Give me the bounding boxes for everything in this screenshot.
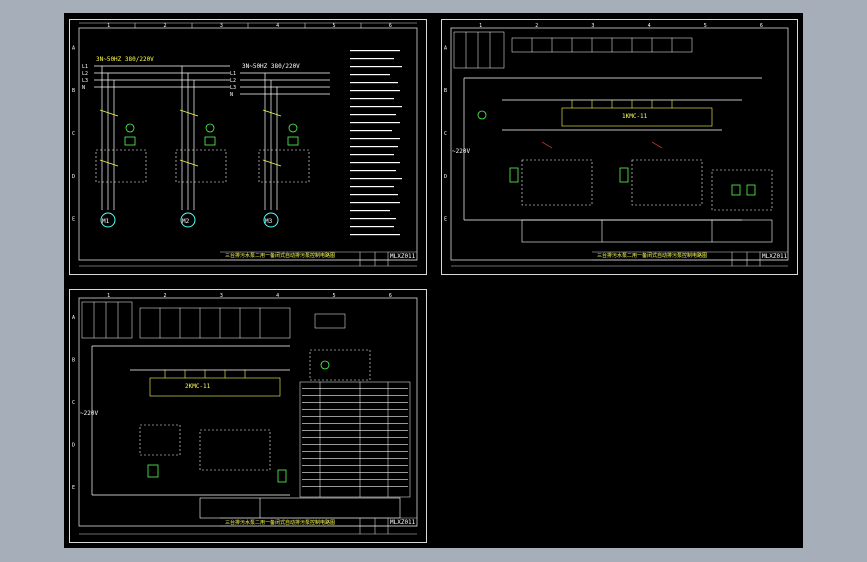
ruler-side-label: B <box>72 358 75 364</box>
sheet-power-circuit: M1 M2 M3 <box>69 19 427 275</box>
ruler-top-label: 1 <box>107 293 110 299</box>
ruler-side-label: A <box>444 45 447 51</box>
sheet-1-bus-left: 3N~50HZ 380/220V <box>96 56 154 63</box>
ruler-side-label: B <box>444 88 447 94</box>
ruler-side-label: E <box>72 485 75 491</box>
ruler-top-label: 5 <box>333 23 336 29</box>
control-circuit-a-diagram: 1 2 3 4 5 6A B C D E <box>444 23 789 267</box>
ruler-top-label: 5 <box>704 23 707 29</box>
ruler-side-label: A <box>72 45 75 51</box>
phase-label: N <box>82 85 85 91</box>
ruler-top-label: 1 <box>479 23 482 29</box>
ruler-top-label: 2 <box>164 293 167 299</box>
ruler-side-label: E <box>444 217 447 223</box>
ruler-side-label: C <box>72 400 75 406</box>
sheet-1-bus-right: 3N~50HZ 380/220V <box>242 63 300 70</box>
sheet-1-title: 三台排污水泵二用一备闭式自动排污泵控制电路图 <box>225 253 336 259</box>
ruler-top-label: 3 <box>220 293 223 299</box>
ruler-side-label: A <box>72 315 75 321</box>
sheet-2-title: 三台排污水泵二用一备闭式自动排污泵控制电路图 <box>597 253 708 259</box>
drawing-canvas[interactable]: M1 M2 M3 <box>64 13 803 548</box>
ruler-top-label: 4 <box>276 293 279 299</box>
sheet-2-relay: 1KMC-11 <box>622 113 648 120</box>
ruler-side-label: D <box>444 174 447 180</box>
sheet-3-voltage: ~220V <box>80 410 99 417</box>
ruler-top-label: 6 <box>389 23 392 29</box>
phase-label: L1 <box>230 71 236 77</box>
phase-label: L3 <box>230 85 236 91</box>
ruler-top-label: 2 <box>164 23 167 29</box>
ruler-side-label: C <box>444 131 447 137</box>
phase-label: L2 <box>82 71 88 77</box>
ruler-top-label: 1 <box>107 23 110 29</box>
ruler-side-label: C <box>72 131 75 137</box>
ruler-side-label: E <box>72 217 75 223</box>
sheet-2-voltage: ~220V <box>452 148 471 155</box>
ruler-side-label: B <box>72 88 75 94</box>
phase-label: L2 <box>230 78 236 84</box>
phase-label: L1 <box>82 64 88 70</box>
ruler-top-label: 3 <box>591 23 594 29</box>
motor-3-label: M3 <box>265 218 273 225</box>
sheet-3-drawing-no: MLXZ011 <box>390 519 416 526</box>
ruler-top-label: 5 <box>333 293 336 299</box>
sheet-3-relay: 2KMC-11 <box>185 383 211 390</box>
ruler-top-label: 4 <box>276 23 279 29</box>
motor-1-label: M1 <box>102 218 110 225</box>
ruler-side-label: D <box>72 442 75 448</box>
control-circuit-b-diagram: 1 2 3 4 5 6A B C D E <box>72 293 418 535</box>
ruler-top-label: 4 <box>648 23 651 29</box>
phase-label: L3 <box>82 78 88 84</box>
sheet-3-title: 三台排污水泵二用一备闭式自动排污泵控制电路图 <box>225 520 336 526</box>
sheet-2-drawing-no: MLXZ011 <box>762 253 788 260</box>
ruler-top-label: 6 <box>760 23 763 29</box>
ruler-side-label: D <box>72 174 75 180</box>
motor-2-label: M2 <box>182 218 190 225</box>
power-circuit-diagram: M1 M2 M3 <box>72 22 418 267</box>
ruler-top-label: 3 <box>220 23 223 29</box>
phase-label: N <box>230 92 233 98</box>
ruler-top-label: 2 <box>535 23 538 29</box>
sheet-1-drawing-no: MLXZ011 <box>390 253 416 260</box>
ruler-top-label: 6 <box>389 293 392 299</box>
